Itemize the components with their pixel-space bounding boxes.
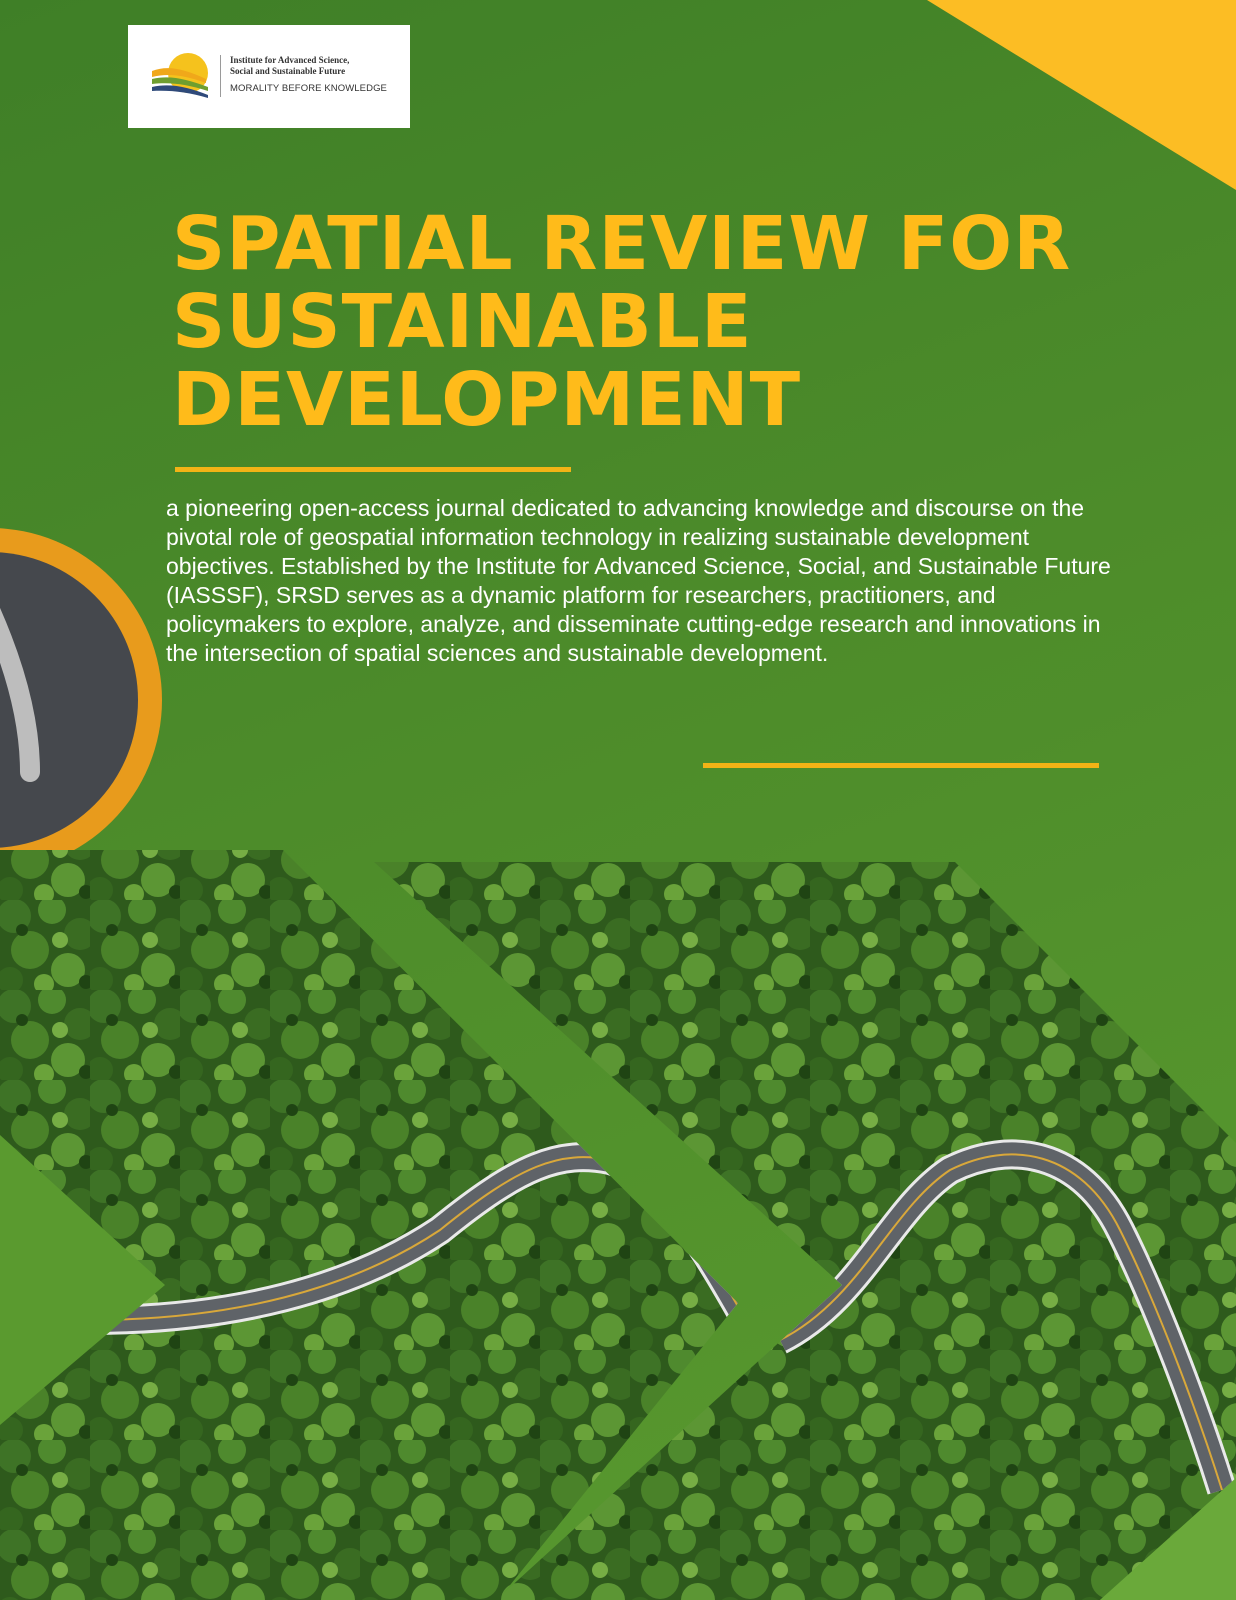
journal-title: SPATIAL REVIEW FOR SUSTAINABLE DEVELOPME… <box>172 205 1172 439</box>
journal-description: a pioneering open-access journal dedicat… <box>166 495 1111 666</box>
green-chevron-left <box>0 1135 165 1425</box>
institute-name-line2: Social and Sustainable Future <box>230 66 346 76</box>
logo-divider <box>220 55 221 97</box>
journal-title-line2: SUSTAINABLE <box>172 279 753 365</box>
institute-tagline: MORALITY BEFORE KNOWLEDGE <box>230 83 387 94</box>
accent-rule-top <box>175 467 571 472</box>
accent-rule-bottom <box>703 763 1099 768</box>
journal-title-line3: DEVELOPMENT <box>172 357 802 443</box>
journal-title-line1: SPATIAL REVIEW FOR <box>172 201 1072 287</box>
institute-logo: Institute for Advanced Science, Social a… <box>128 25 410 128</box>
green-corner-bottom-right <box>1100 1478 1236 1600</box>
road-circle-graphic <box>0 528 162 872</box>
corner-triangle-yellow <box>927 0 1236 190</box>
institute-name: Institute for Advanced Science, Social a… <box>230 55 400 77</box>
institute-name-line1: Institute for Advanced Science, <box>230 55 350 65</box>
sunrise-wave-icon <box>152 53 208 98</box>
